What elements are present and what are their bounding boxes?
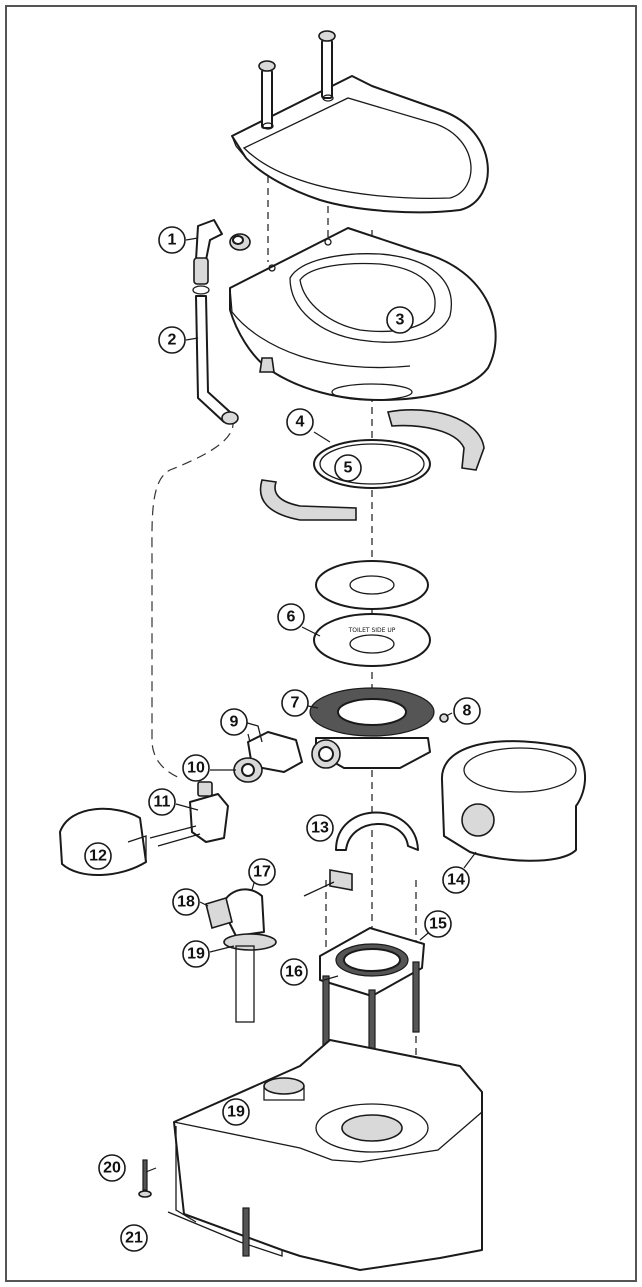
svg-text:14: 14	[447, 872, 465, 889]
callout-21: 21	[120, 1224, 148, 1252]
hose-clamp	[221, 411, 239, 425]
toilet-bowl	[229, 227, 497, 401]
callout-15: 15	[424, 910, 452, 938]
callout-3: 3	[386, 306, 414, 334]
flush-hose	[195, 295, 231, 423]
toilet-seat-cover	[231, 30, 489, 214]
svg-text:15: 15	[429, 916, 447, 933]
bowl-clamp-halves	[259, 409, 485, 521]
motor-cover	[59, 807, 147, 876]
callout-18: 18	[172, 888, 200, 916]
callout-16: 16	[280, 958, 308, 986]
svg-text:21: 21	[125, 1230, 143, 1247]
svg-text:16: 16	[285, 964, 303, 981]
svg-text:6: 6	[287, 609, 296, 626]
callout-12: 12	[84, 842, 112, 870]
callout-5: 5	[334, 454, 362, 482]
callout-13: 13	[306, 814, 334, 842]
callout-8: 8	[453, 697, 481, 725]
flush-hose-path	[151, 417, 234, 779]
macerator-housing	[309, 687, 449, 769]
mounting-flange	[319, 927, 425, 997]
gasket-upper	[315, 560, 429, 610]
svg-text:19: 19	[187, 946, 205, 963]
callout-4: 4	[286, 408, 314, 436]
callout-19-flange: 19	[182, 940, 210, 968]
gasket-print: TOILET SIDE UP	[348, 627, 396, 634]
outlet-elbow	[205, 888, 277, 1023]
callout-2: 2	[158, 326, 186, 354]
svg-text:11: 11	[154, 794, 171, 811]
svg-text:9: 9	[230, 714, 239, 731]
svg-text:17: 17	[253, 864, 271, 881]
svg-text:7: 7	[291, 695, 300, 712]
svg-text:13: 13	[311, 820, 329, 837]
svg-text:19: 19	[227, 1104, 245, 1121]
callout-10: 10	[182, 754, 210, 782]
tank-washer	[138, 1190, 152, 1198]
callout-20: 20	[98, 1154, 126, 1182]
callout-1: 1	[158, 226, 186, 254]
flush-inlet-elbow	[192, 219, 251, 295]
svg-text:18: 18	[177, 894, 195, 911]
diagram-frame	[5, 5, 637, 1282]
callout-9: 9	[220, 708, 248, 736]
tank-bolt	[142, 1159, 148, 1191]
svg-text:4: 4	[296, 414, 305, 431]
svg-text:12: 12	[89, 848, 107, 865]
gasket-lower: TOILET SIDE UP	[313, 613, 431, 667]
svg-text:3: 3	[396, 312, 405, 329]
svg-text:20: 20	[103, 1160, 121, 1177]
bowl-adapter	[440, 740, 587, 862]
bowl-seal-ring	[313, 439, 431, 489]
svg-text:5: 5	[344, 460, 353, 477]
svg-text:10: 10	[187, 760, 205, 777]
svg-text:8: 8	[463, 703, 472, 720]
holding-tank	[167, 1039, 483, 1271]
pump-assembly	[149, 721, 303, 847]
callout-14: 14	[442, 866, 470, 894]
macerator-shroud	[303, 811, 419, 897]
callout-6: 6	[277, 603, 305, 631]
svg-text:1: 1	[168, 232, 177, 249]
svg-text:2: 2	[168, 332, 177, 349]
callout-11: 11	[148, 788, 176, 816]
callout-7: 7	[281, 689, 309, 717]
callout-19-tank: 19	[222, 1098, 250, 1126]
callout-17: 17	[248, 858, 276, 886]
